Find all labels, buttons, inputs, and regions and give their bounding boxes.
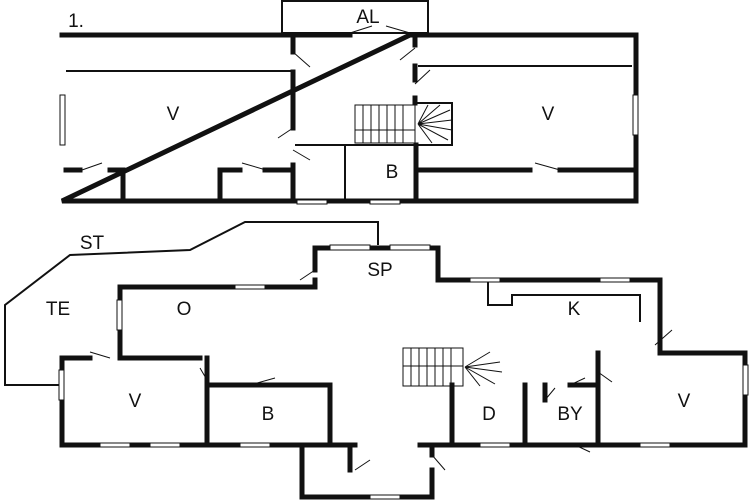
room-label-b-upper: B [386, 162, 399, 183]
room-label-d: D [482, 404, 496, 425]
room-label-v-upper-right: V [542, 104, 555, 125]
room-label-al: AL [356, 7, 379, 28]
room-label-v-upper-left: V [167, 104, 180, 125]
room-label-by: BY [557, 404, 583, 425]
room-label-k: K [568, 299, 581, 320]
room-label-te: TE [46, 299, 70, 320]
room-label-o: O [177, 299, 192, 320]
room-label-sp: SP [367, 260, 392, 281]
upper-floor-walls [59, 0, 639, 205]
room-label-v-lower-right: V [678, 391, 691, 412]
room-label-b-lower: B [262, 404, 275, 425]
room-label-v-lower-left: V [129, 391, 142, 412]
room-label-st: ST [80, 233, 105, 254]
lower-floor-walls [4, 221, 749, 500]
floor-label: 1. [68, 11, 84, 32]
